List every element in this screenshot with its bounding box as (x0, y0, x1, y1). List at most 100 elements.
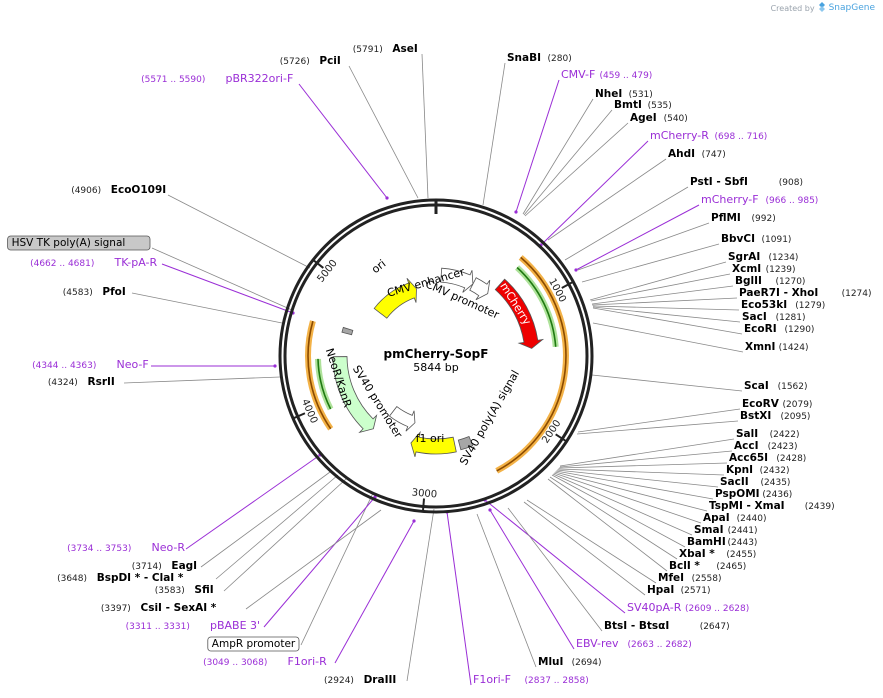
feature-sv40-poly-a-signal (457, 435, 474, 451)
site-label-primer: pBABE 3'(3311 .. 3331) (126, 619, 260, 632)
site-name: BclI * (669, 560, 700, 572)
site-name: Eco53kI (741, 299, 787, 311)
leader-line (298, 83, 388, 199)
site-name: SV40pA-R (627, 601, 682, 614)
leader-line (223, 478, 347, 592)
leader-line (576, 420, 739, 435)
leader-line (558, 462, 728, 469)
site-label-enzyme: EagI (3714) (132, 560, 197, 572)
mcherry-green-arc-core (516, 266, 557, 347)
site-label-primer: Neo-F(4344 .. 4363) (32, 358, 149, 371)
site-position: (3049 .. 3068) (203, 658, 267, 668)
site-position: (2435) (761, 478, 791, 488)
site-label-enzyme: TspMI - XmaI(2439) (709, 500, 835, 512)
site-name: AseI (392, 43, 417, 55)
snapgene-logo-icon (818, 2, 826, 14)
tick-mark-5000 (312, 259, 324, 269)
leader-line (523, 501, 646, 596)
feature-ori (373, 277, 417, 319)
leader-line (547, 478, 668, 572)
feature-f1-ori (410, 430, 457, 457)
site-position: (2609 .. 2628) (685, 604, 749, 614)
leader-line (215, 474, 339, 580)
site-label-enzyme: SfiI(3583) (155, 584, 214, 596)
site-position: (3714) (132, 562, 162, 572)
leader-line (421, 53, 429, 199)
site-position: (1281) (776, 313, 806, 323)
site-name: DraIII (364, 674, 397, 686)
site-label-enzyme: DraIII (2924) (324, 674, 396, 686)
site-labels: SnaBI(280) CMV-F(459 .. 479) NheI(531)BmtI… (7, 43, 872, 686)
site-name: mCherry-R (650, 129, 709, 142)
site-name: SacI (742, 311, 767, 323)
site-name: SmaI (694, 524, 724, 536)
primer-marker (273, 364, 277, 368)
site-position: (2571) (681, 586, 711, 596)
leader-line (552, 473, 693, 536)
site-name: PaeR7I - XhoI (739, 287, 818, 299)
created-by-text: Created by (770, 3, 815, 13)
site-position: (966 .. 985) (766, 196, 819, 206)
outer-orange-arc-right-core (496, 256, 567, 472)
site-label-enzyme: BmtI(535) (614, 99, 672, 111)
site-label-enzyme: NheI(531) (595, 88, 653, 100)
site-label-enzyme: MluI(2694) (538, 656, 602, 668)
leader-line (592, 322, 744, 353)
site-position: (2694) (572, 658, 602, 668)
site-label-enzyme: MfeI(2558) (658, 572, 722, 584)
site-name: EcoO109I (111, 184, 166, 196)
site-label-primer: Neo-R(3734 .. 3753) (67, 541, 185, 554)
leader-line (167, 194, 311, 269)
tick-mark-2000 (555, 433, 568, 443)
site-label-enzyme: SalI(2422) (736, 428, 800, 440)
site-label-enzyme: EcoO109I(4906) (71, 184, 166, 196)
site-position: (280) (548, 54, 572, 64)
site-position: (4344 .. 4363) (32, 361, 96, 371)
site-name: PciI (319, 55, 340, 67)
leader-line (300, 492, 374, 646)
site-name: F1ori-F (473, 673, 511, 686)
site-position: (535) (648, 101, 672, 111)
leader-line (123, 376, 281, 384)
site-name: BspDI * - ClaI * (97, 572, 184, 584)
site-label-primer: CMV-F(459 .. 479) (561, 68, 652, 81)
leader-line (557, 468, 725, 476)
leader-line (564, 186, 689, 261)
site-label-enzyme: SnaBI(280) (507, 52, 572, 64)
site-label-enzyme: BtsI - BtsαI(2647) (604, 620, 730, 632)
site-position: (3397) (101, 604, 131, 614)
leader-line (592, 305, 740, 311)
site-name: EagI (171, 560, 197, 572)
leader-line (524, 122, 629, 217)
site-position: (1290) (785, 325, 815, 335)
site-name: BbvCI (721, 233, 755, 245)
leader-line (554, 471, 708, 512)
leader-line (476, 513, 537, 668)
primer-marker (574, 268, 578, 272)
site-label-enzyme: ApaI(2440) (703, 512, 767, 524)
leader-line (245, 509, 382, 610)
site-label-primer: pBR322ori-F(5571 .. 5590) (141, 72, 293, 85)
feature-cmv-promoter (469, 277, 491, 301)
site-position: (2436) (762, 490, 792, 500)
site-name: BglII (735, 275, 762, 287)
site-position: (2440) (737, 514, 767, 524)
site-position: (1234) (769, 253, 799, 263)
leader-line (551, 474, 686, 548)
tick-mark-3000 (421, 498, 426, 512)
site-label-enzyme: BstXI(2095) (740, 410, 810, 422)
leader-line (263, 496, 376, 628)
site-position: (2924) (324, 676, 354, 686)
site-position: (540) (664, 114, 688, 124)
leader-line (555, 470, 714, 500)
site-name: AgeI (630, 112, 657, 124)
site-position: (2095) (781, 412, 811, 422)
leader-line (446, 511, 472, 686)
site-position: (1270) (776, 277, 806, 287)
site-position: (747) (702, 150, 726, 160)
leader-line (507, 507, 603, 632)
site-position: (1239) (766, 265, 796, 275)
site-label-feature: HSV TK poly(A) signal (7, 235, 151, 251)
site-position: (2647) (700, 622, 730, 632)
site-label-enzyme: PciI(5726) (280, 55, 341, 67)
